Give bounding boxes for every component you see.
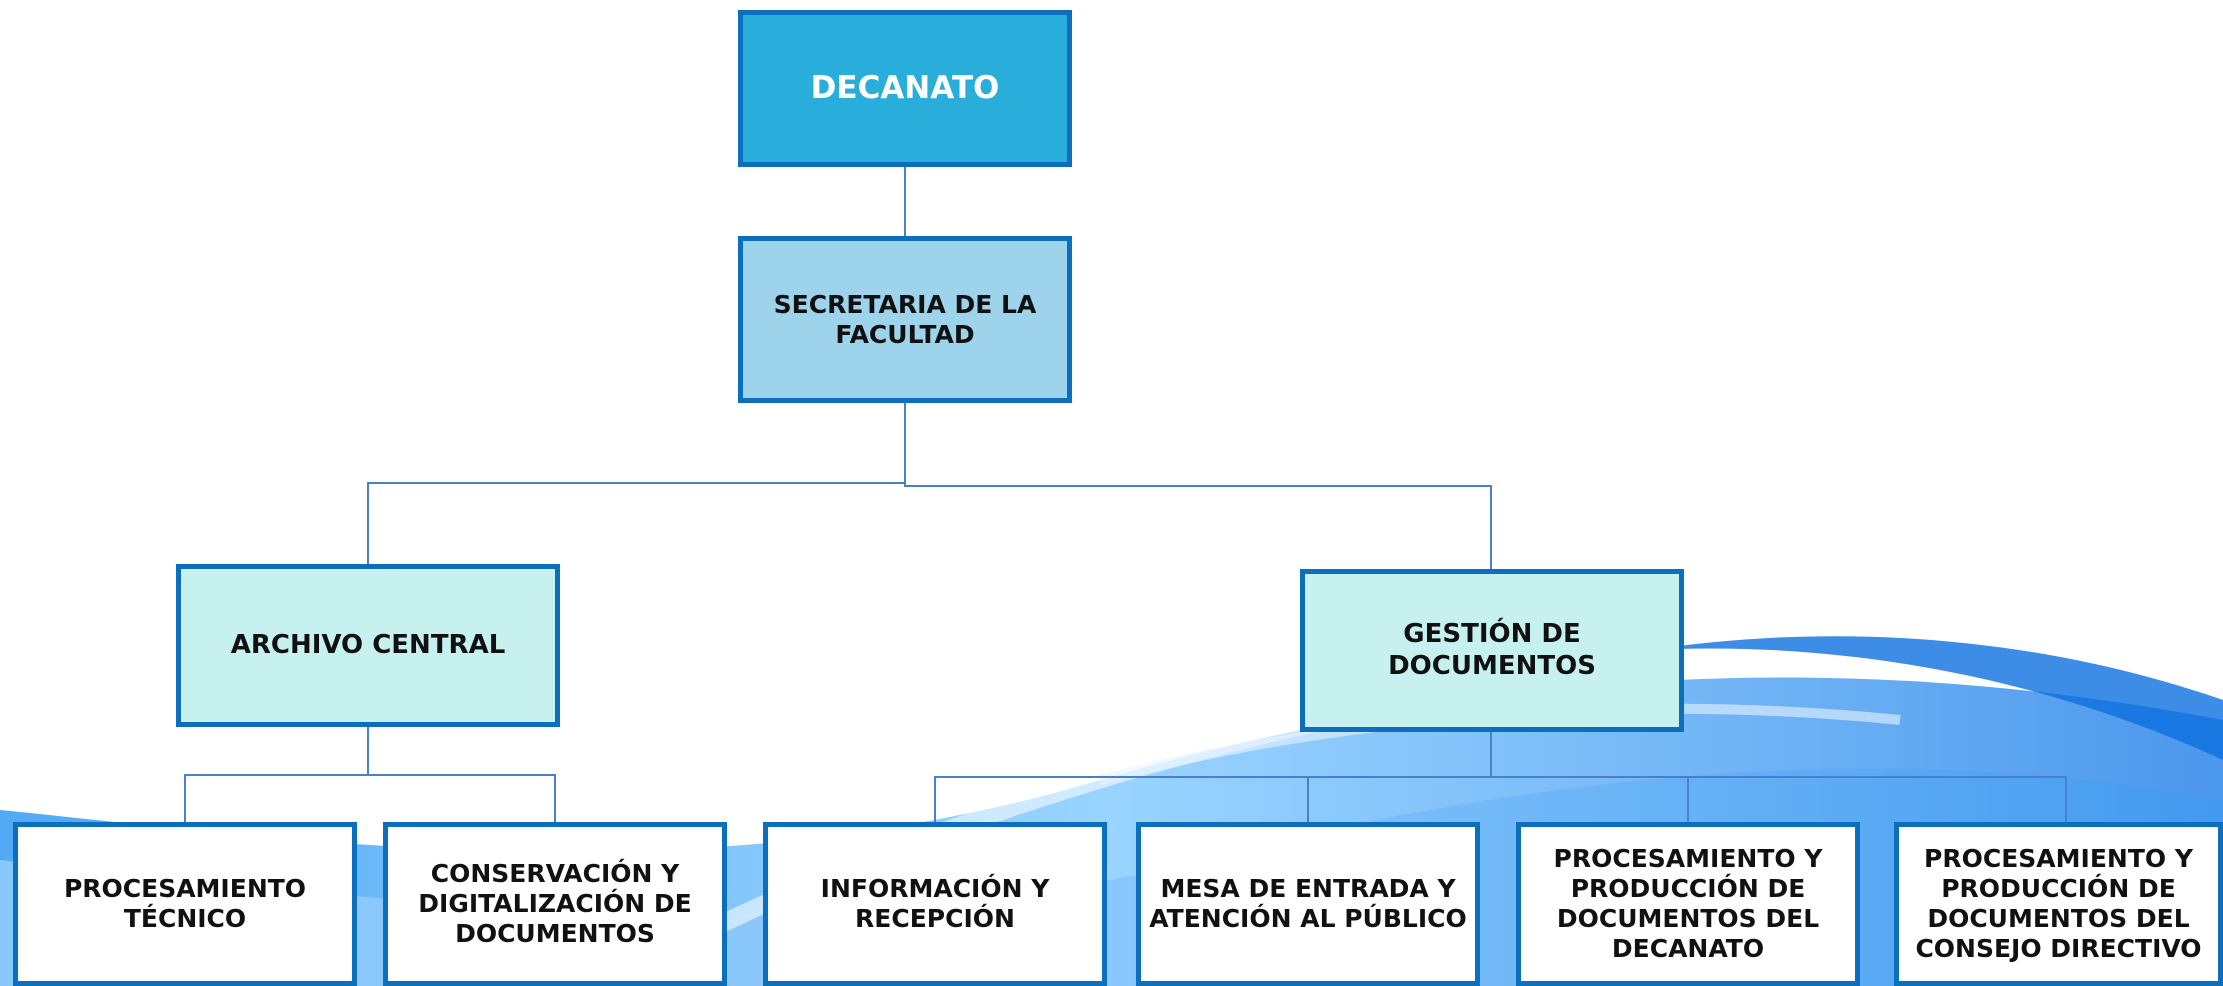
conservacion-digitalizacion-label: CONSERVACIÓN Y DIGITALIZACIÓN DE DOCUMEN… xyxy=(418,859,692,948)
conservacion-digitalizacion-box: CONSERVACIÓN Y DIGITALIZACIÓN DE DOCUMEN… xyxy=(383,822,727,986)
procesamiento-tecnico-box: PROCESAMIENTO TÉCNICO xyxy=(13,822,357,986)
gestion-documentos-box: GESTIÓN DE DOCUMENTOS xyxy=(1300,569,1684,732)
mesa-entrada-label: MESA DE ENTRADA Y ATENCIÓN AL PÚBLICO xyxy=(1149,874,1467,933)
secretaria-box: SECRETARIA DE LA FACULTAD xyxy=(738,236,1072,403)
archivo-central-box: ARCHIVO CENTRAL xyxy=(176,564,560,727)
gestion-documentos-label: GESTIÓN DE DOCUMENTOS xyxy=(1388,619,1596,681)
informacion-recepcion-label: INFORMACIÓN Y RECEPCIÓN xyxy=(820,874,1050,933)
decanato-label: DECANATO xyxy=(810,69,1000,106)
informacion-recepcion-box: INFORMACIÓN Y RECEPCIÓN xyxy=(763,822,1107,986)
procesamiento-decanato-box: PROCESAMIENTO Y PRODUCCIÓN DE DOCUMENTOS… xyxy=(1516,822,1860,986)
procesamiento-tecnico-label: PROCESAMIENTO TÉCNICO xyxy=(63,874,307,933)
secretaria-label: SECRETARIA DE LA FACULTAD xyxy=(773,289,1037,349)
procesamiento-decanato-label: PROCESAMIENTO Y PRODUCCIÓN DE DOCUMENTOS… xyxy=(1553,844,1823,963)
procesamiento-consejo-box: PROCESAMIENTO Y PRODUCCIÓN DE DOCUMENTOS… xyxy=(1894,822,2223,986)
procesamiento-consejo-label: PROCESAMIENTO Y PRODUCCIÓN DE DOCUMENTOS… xyxy=(1915,844,2202,963)
mesa-entrada-box: MESA DE ENTRADA Y ATENCIÓN AL PÚBLICO xyxy=(1136,822,1480,986)
archivo-central-label: ARCHIVO CENTRAL xyxy=(230,629,506,660)
decanato-box: DECANATO xyxy=(738,10,1072,167)
